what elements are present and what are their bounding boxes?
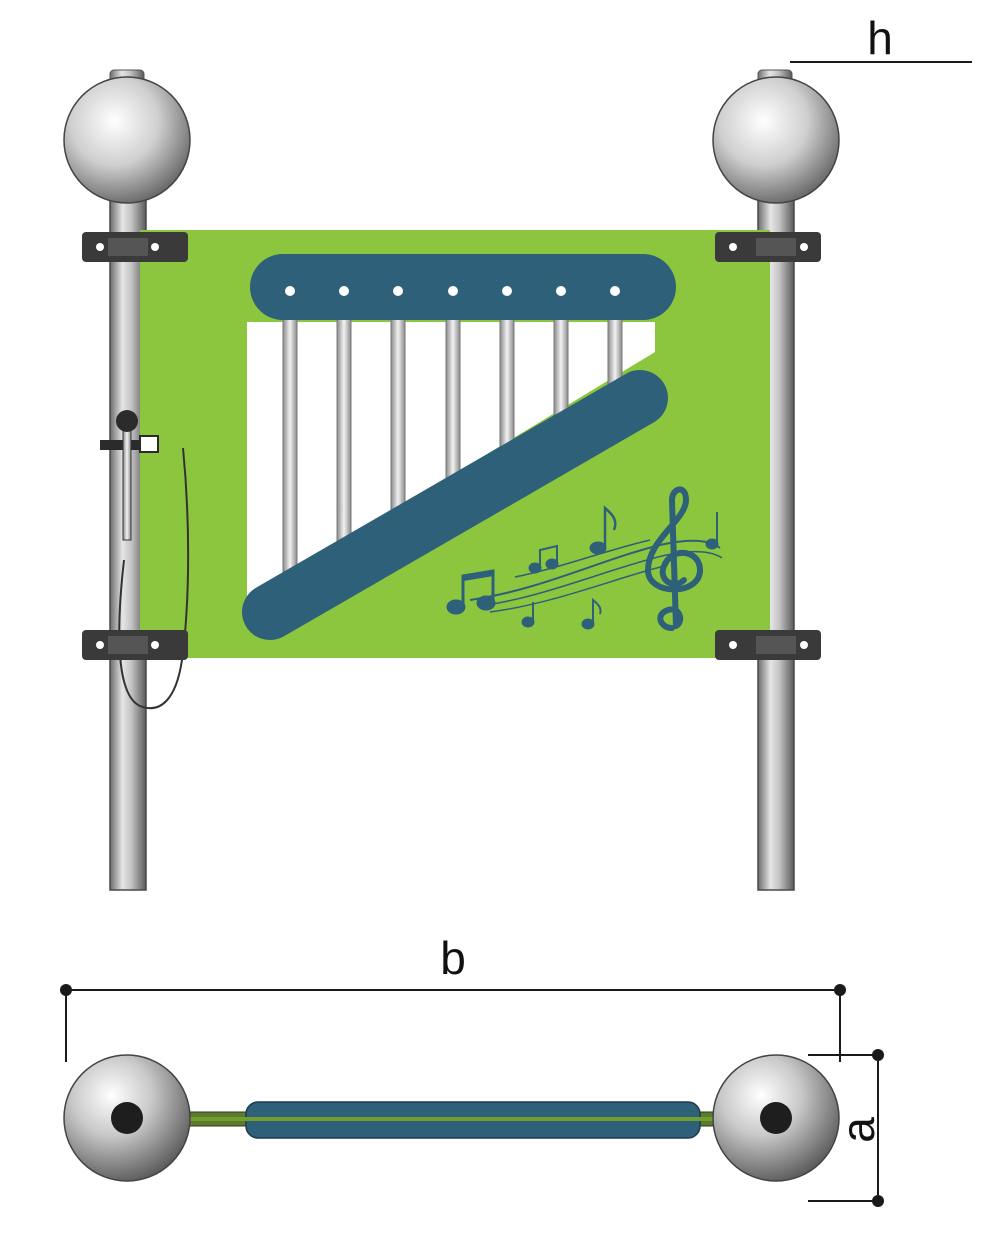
top-view-left-ball [63,1054,191,1182]
striker-shaft [122,429,132,541]
height-label: h [867,12,893,64]
chime-tube [282,317,298,581]
clamp-top-left [82,232,188,262]
bolt-hole [556,286,566,296]
bolt-hole [339,286,349,296]
top-view-right-ball [712,1054,840,1182]
clamp-bottom-right [715,630,821,660]
chime-tube [336,317,352,547]
width-dimension-end-right [834,984,846,996]
width-label: b [440,932,466,984]
top-bar-holes [285,286,620,296]
striker-knob [116,410,138,432]
right-ball-cap [712,69,840,204]
top-bar [250,254,676,320]
chime-tube [553,317,569,417]
treble-clef-icon [645,486,703,631]
chime-tubes [282,317,623,581]
front-view: h [63,12,972,891]
bolt-hole [502,286,512,296]
chime-tube [607,317,623,385]
depth-label: a [832,1117,884,1143]
bolt-hole [448,286,458,296]
bolt-hole [393,286,403,296]
diagonal-bar [242,370,668,640]
depth-dimension-end-bottom [872,1195,884,1207]
chime-tube [445,317,461,483]
striker-bracket-slot [139,435,159,453]
chime-tube [390,317,406,515]
width-dimension-end-left [60,984,72,996]
bolt-hole [610,286,620,296]
left-ball-cap [63,69,191,204]
clamp-bottom-left [82,630,188,660]
chime-tube [499,317,515,449]
clamp-top-right [715,232,821,262]
music-notes-icon [446,505,723,630]
top-view: b a [60,932,884,1207]
bolt-hole [285,286,295,296]
depth-dimension-end-top [872,1049,884,1061]
